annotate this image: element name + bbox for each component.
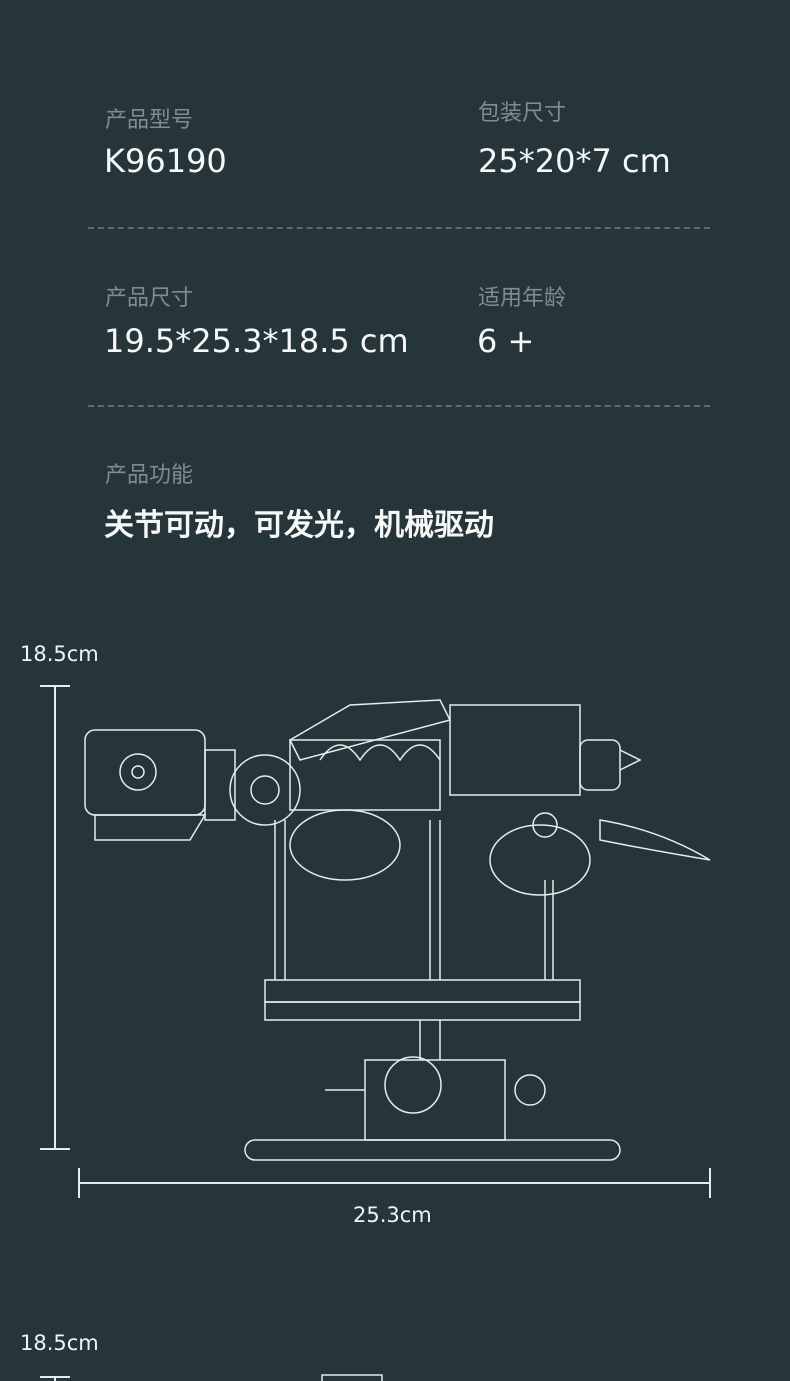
height-dimension-label: 18.5cm bbox=[20, 642, 99, 666]
model-label: 产品型号 bbox=[105, 108, 194, 133]
dimension-lines bbox=[40, 685, 711, 1381]
age-value: 6 + bbox=[477, 322, 535, 360]
divider bbox=[88, 405, 710, 407]
product-size-value: 19.5*25.3*18.5 cm bbox=[104, 322, 409, 360]
function-value: 关节可动，可发光，机械驱动 bbox=[104, 508, 494, 543]
package-size-label: 包装尺寸 bbox=[478, 101, 567, 126]
machine-model bbox=[84, 699, 711, 1381]
width-dimension-label: 25.3cm bbox=[353, 1203, 432, 1227]
function-label: 产品功能 bbox=[105, 463, 194, 488]
height-dimension-label-2: 18.5cm bbox=[20, 1331, 99, 1355]
divider bbox=[88, 227, 710, 229]
age-label: 适用年龄 bbox=[478, 286, 567, 311]
model-value: K96190 bbox=[104, 142, 227, 180]
package-size-value: 25*20*7 cm bbox=[478, 142, 671, 180]
product-size-label: 产品尺寸 bbox=[105, 286, 194, 311]
